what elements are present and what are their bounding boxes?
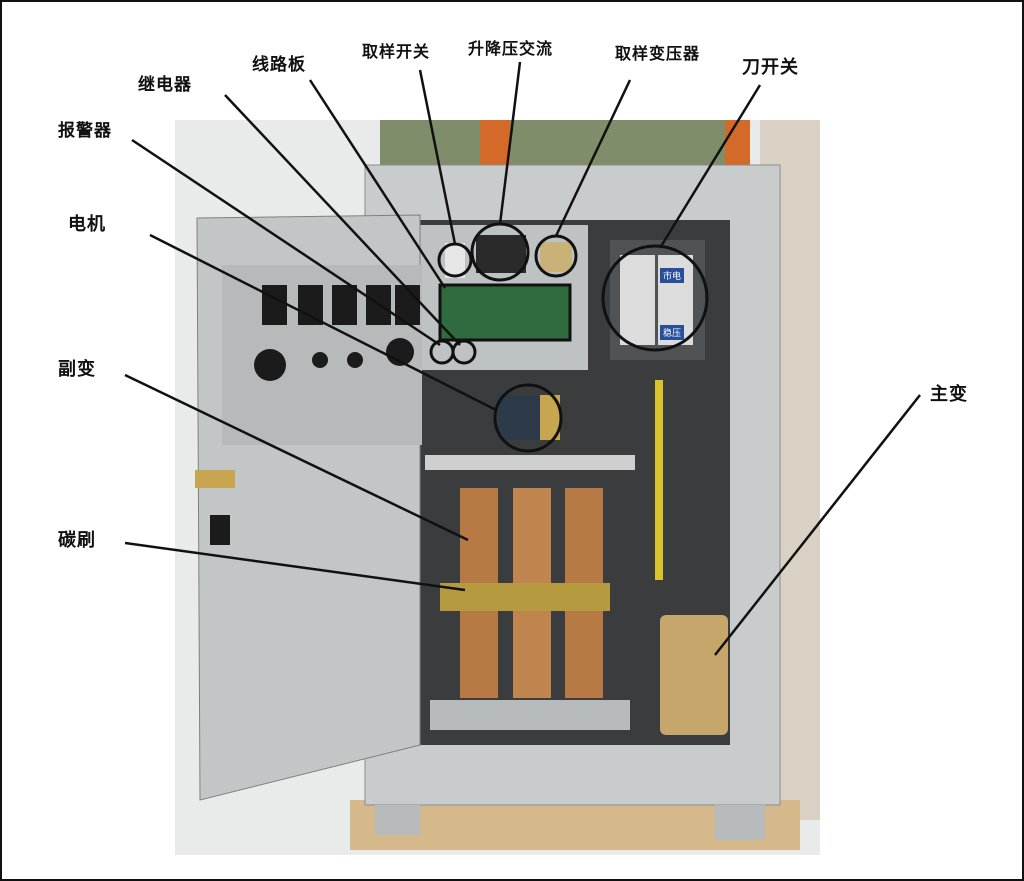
motor-circle xyxy=(493,383,563,453)
knife-switch-tag-mains: 市电 xyxy=(660,268,685,283)
label-relay: 继电器 xyxy=(138,75,192,95)
label-sampling-switch: 取样开关 xyxy=(362,42,431,61)
knife-switch-tag-regulated: 稳压 xyxy=(660,325,685,340)
label-carbon-brush: 碳刷 xyxy=(58,530,96,551)
leader-alarm xyxy=(131,138,441,347)
label-alarm: 报警器 xyxy=(58,121,112,141)
label-aux-transformer: 副变 xyxy=(58,359,96,380)
label-main-transformer: 主变 xyxy=(930,384,968,405)
leader-aux-transformer xyxy=(124,373,469,542)
leader-circuit-board xyxy=(308,79,447,289)
label-sampling-transformer: 取样变压器 xyxy=(615,44,701,63)
leader-sampling-transformer xyxy=(554,79,632,237)
leader-main-transformer xyxy=(714,394,921,656)
leader-sampling-switch xyxy=(418,69,457,245)
knife-switch-circle xyxy=(601,244,709,352)
circuit-board xyxy=(440,285,570,340)
label-circuit-board: 线路板 xyxy=(252,55,306,75)
leader-buck-boost xyxy=(498,61,522,225)
label-motor: 电机 xyxy=(68,214,106,235)
leader-knife-switch xyxy=(658,84,762,249)
leader-carbon-brush xyxy=(124,541,466,592)
leader-motor xyxy=(149,233,497,412)
label-knife-switch: 刀开关 xyxy=(742,57,799,78)
label-buck-boost-ac: 升降压交流 xyxy=(468,39,554,58)
leader-relay xyxy=(224,94,461,346)
